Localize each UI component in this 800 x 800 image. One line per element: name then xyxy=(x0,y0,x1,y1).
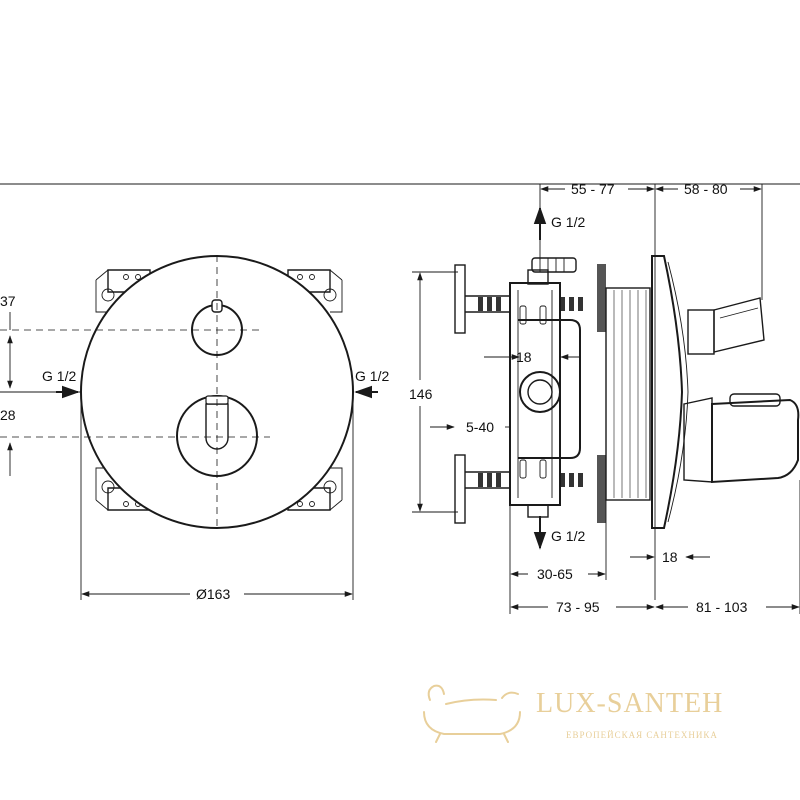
inlet-right-label: G 1/2 xyxy=(355,368,389,384)
bottom-connector xyxy=(527,504,549,518)
dim-bottom-2: 73 - 95 xyxy=(556,599,600,615)
watermark-tagline: ЕВРОПЕЙСКАЯ САНТЕХНИКА xyxy=(566,730,718,740)
knob-stem-side xyxy=(687,309,715,355)
dim-port-width: 18 xyxy=(516,349,532,365)
center-port xyxy=(519,371,561,413)
handle-base-side xyxy=(683,397,713,483)
dim-height: 146 xyxy=(409,386,433,402)
watermark-brand: LUX-SANTEH xyxy=(536,688,723,719)
dim-bottom-1: 30-65 xyxy=(537,566,573,582)
dim-bottom-3: 81 - 103 xyxy=(696,599,748,615)
handle-side xyxy=(711,398,800,484)
side-view: 55 - 77 58 - 80 G 1/2 G 1/2 146 18 5-40 … xyxy=(409,181,800,615)
rear-plate-top xyxy=(454,264,466,334)
dim-top-2: 58 - 80 xyxy=(684,181,728,197)
cover-plate-profile xyxy=(651,255,684,529)
inlet-left-label: G 1/2 xyxy=(42,368,76,384)
outlet-top-label: G 1/2 xyxy=(551,214,585,230)
dim-top-1: 55 - 77 xyxy=(571,181,615,197)
sleeve-rib-top xyxy=(597,264,606,332)
dim-port-offset: 5-40 xyxy=(466,419,494,435)
rear-plate-bottom xyxy=(454,454,466,524)
dim-lower-offset: 28 xyxy=(0,407,16,423)
bathtub-icon xyxy=(423,684,521,743)
front-view: 37 28 G 1/2 G 1/2 Ø163 xyxy=(0,255,389,602)
dim-top-offset: 37 xyxy=(0,293,16,309)
watermark: LUX-SANTEH ЕВРОПЕЙСКАЯ САНТЕХНИКА xyxy=(423,684,723,743)
outlet-bottom-label: G 1/2 xyxy=(551,528,585,544)
dim-diameter: Ø163 xyxy=(196,586,230,602)
sleeve-body xyxy=(605,287,651,501)
handle-lever xyxy=(205,403,229,450)
sleeve-rib-bottom xyxy=(597,455,606,523)
knob-side xyxy=(713,297,765,353)
top-connector xyxy=(527,269,549,285)
cartridge-housing xyxy=(518,319,581,459)
dim-plate-thickness: 18 xyxy=(662,549,678,565)
